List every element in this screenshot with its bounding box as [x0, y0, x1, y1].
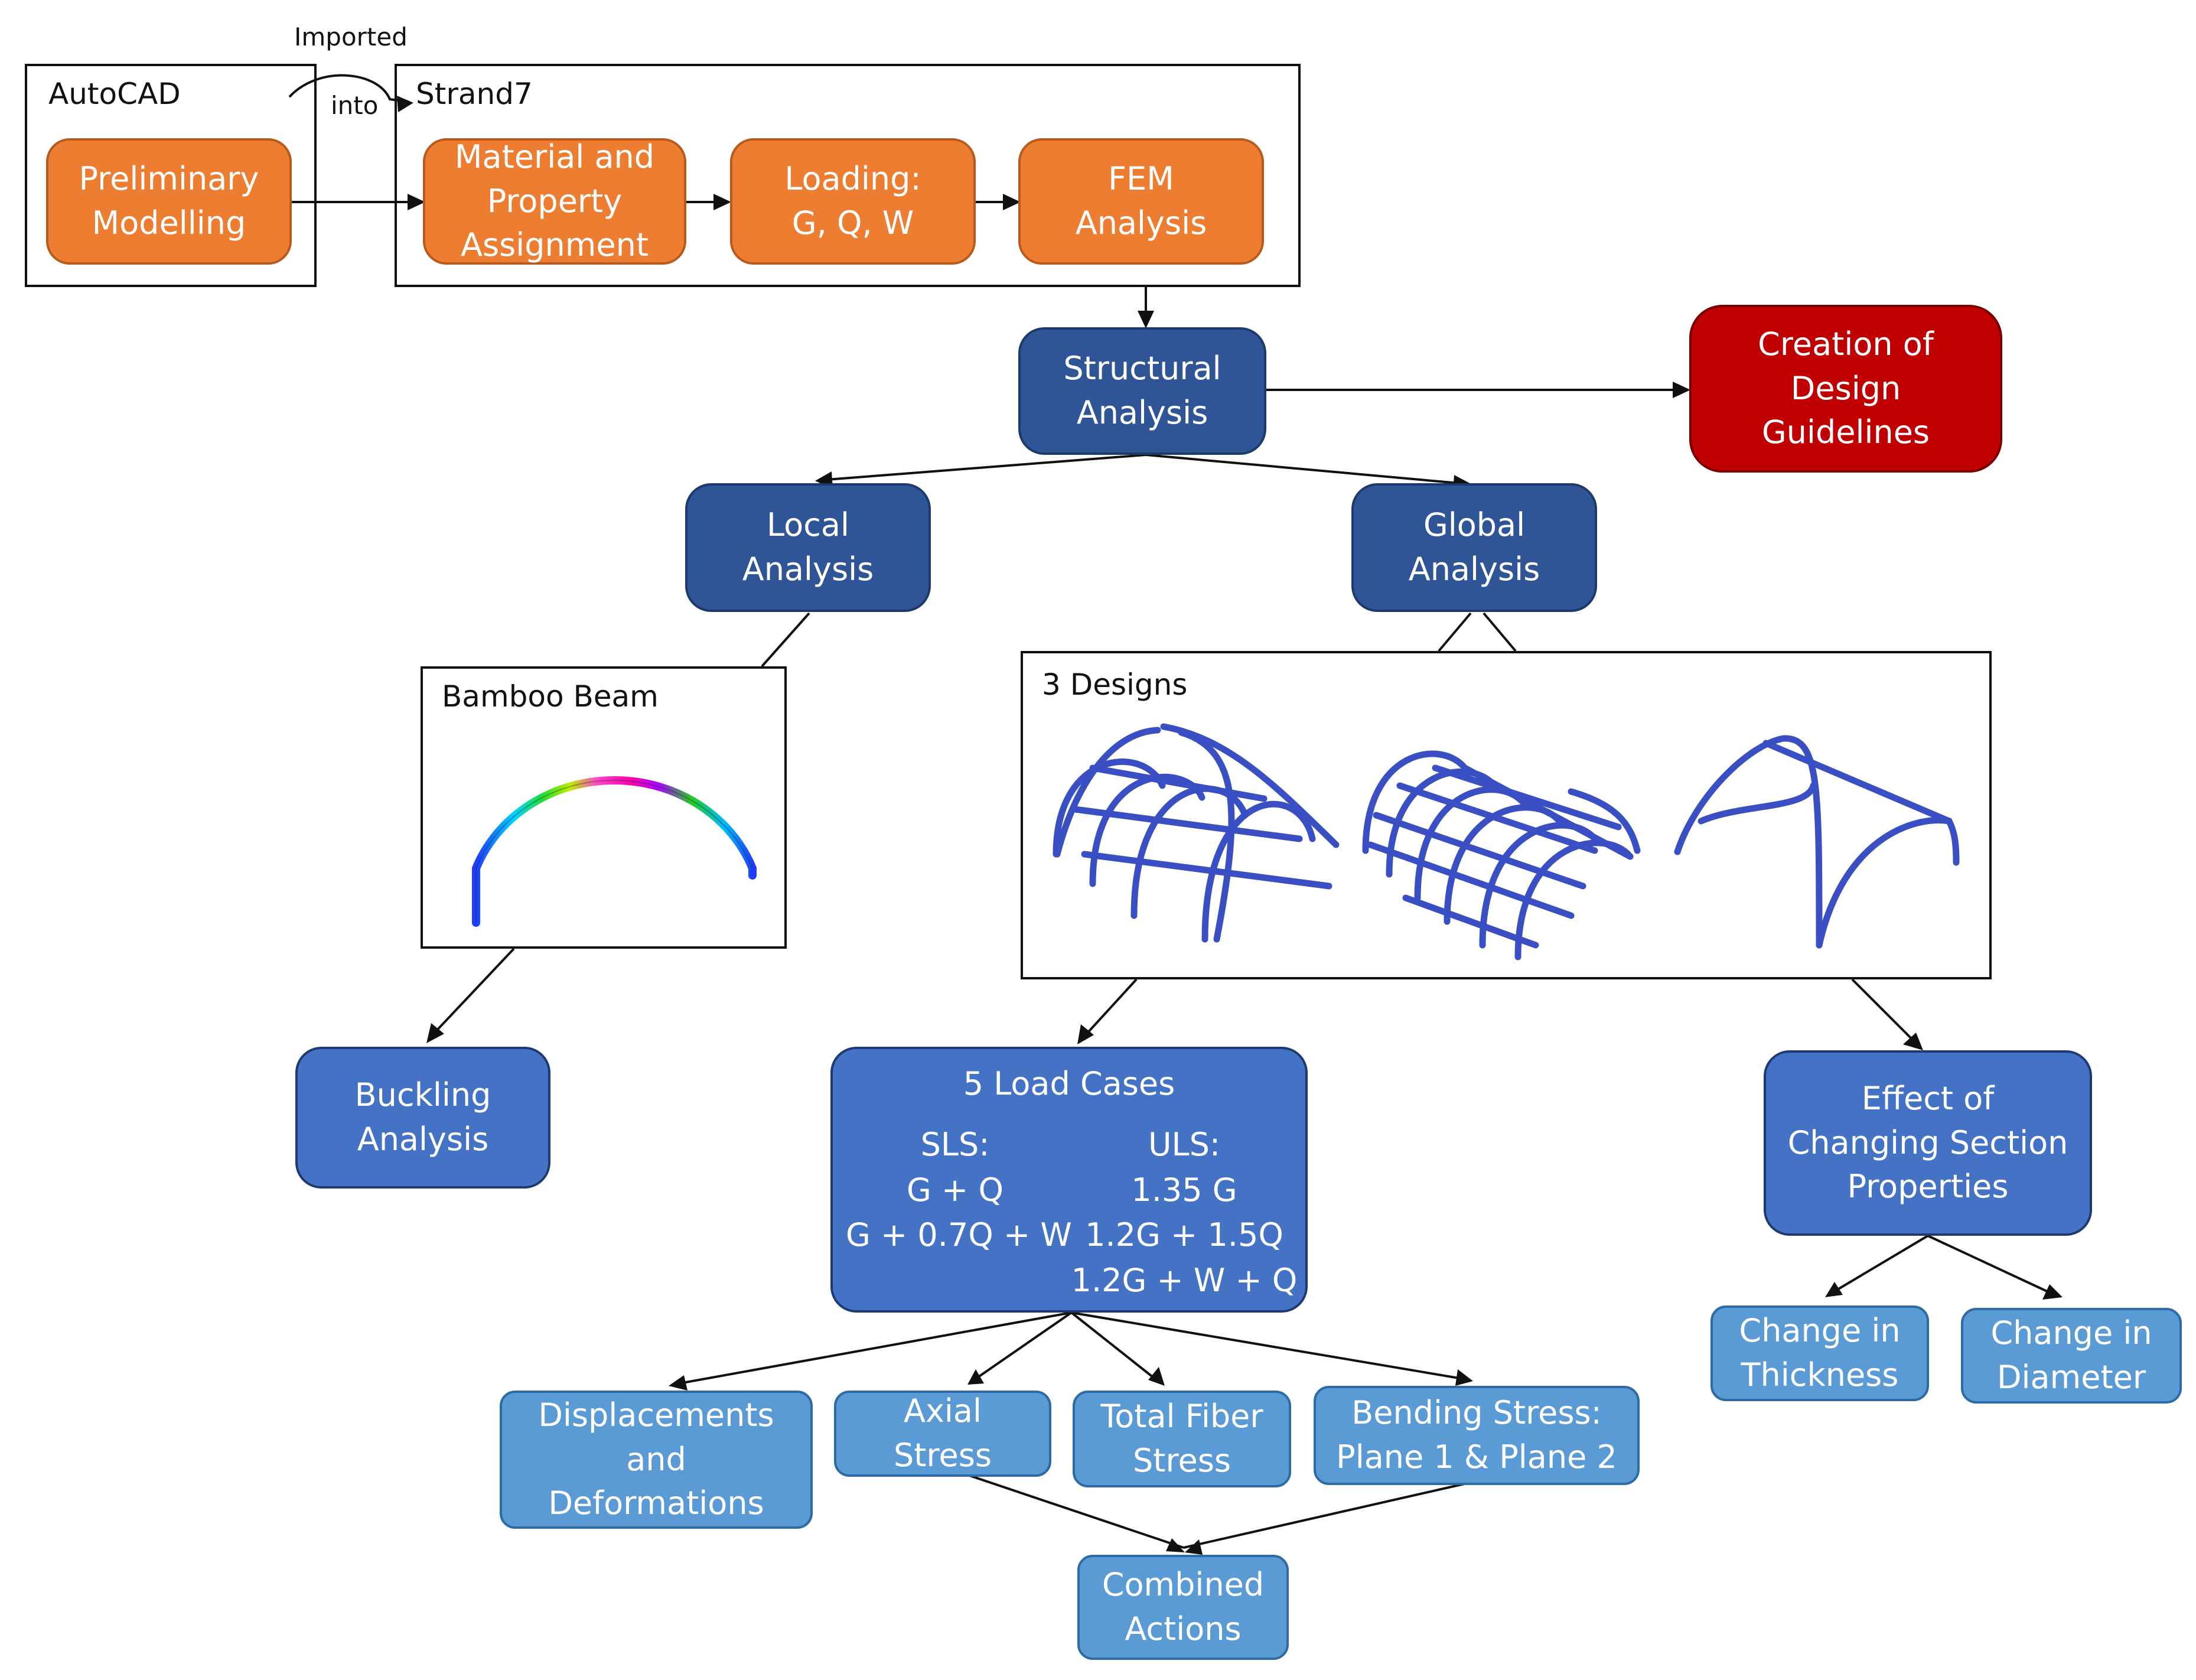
loading-node[interactable]: Loading: G, Q, W: [730, 138, 976, 265]
imported-label: Imported: [294, 22, 408, 51]
uls-column: ULS: 1.35 G 1.2G + 1.5Q 1.2G + W + Q: [1069, 1122, 1299, 1304]
sls-header: SLS:: [920, 1126, 990, 1163]
material-property-node[interactable]: Material and Property Assignment: [423, 138, 686, 265]
sls-case-1: G + Q: [907, 1171, 1003, 1209]
autocad-frame-title: AutoCAD: [48, 77, 181, 111]
change-diameter-node[interactable]: Change in Diameter: [1961, 1308, 2182, 1404]
connector-arrowheads: [397, 96, 2063, 1555]
displacements-node[interactable]: Displacements and Deformations: [500, 1391, 813, 1529]
preliminary-modelling-node[interactable]: Preliminary Modelling: [46, 138, 292, 265]
global-analysis-node[interactable]: Global Analysis: [1351, 483, 1597, 612]
fem-analysis-node[interactable]: FEM Analysis: [1018, 138, 1264, 265]
bamboo-beam-arch-icon: [472, 776, 757, 927]
designs-frame-title: 3 Designs: [1042, 668, 1188, 702]
local-analysis-node[interactable]: Local Analysis: [685, 483, 931, 612]
uls-case-1: 1.35 G: [1131, 1171, 1237, 1209]
buckling-analysis-node[interactable]: Buckling Analysis: [295, 1047, 550, 1189]
combined-actions-node[interactable]: Combined Actions: [1077, 1555, 1289, 1660]
bamboo-beam-frame-title: Bamboo Beam: [442, 679, 659, 714]
bamboo-beam-frame: [421, 666, 787, 949]
design-guidelines-node[interactable]: Creation of Design Guidelines: [1689, 305, 2002, 473]
total-fiber-stress-node[interactable]: Total Fiber Stress: [1073, 1391, 1291, 1487]
load-cases-node[interactable]: 5 Load Cases: [830, 1047, 1308, 1313]
designs-frame: [1021, 651, 1992, 979]
axial-stress-node[interactable]: Axial Stress: [834, 1391, 1051, 1477]
bending-stress-node[interactable]: Bending Stress: Plane 1 & Plane 2: [1314, 1386, 1640, 1485]
load-cases-title: 5 Load Cases: [963, 1065, 1175, 1102]
design-1-model-icon: [1053, 723, 1340, 943]
sls-column: SLS: G + Q G + 0.7Q + W: [846, 1122, 1072, 1258]
strand7-frame-title: Strand7: [416, 77, 533, 111]
uls-header: ULS:: [1148, 1126, 1221, 1163]
into-label: into: [331, 91, 379, 120]
design-2-model-icon: [1362, 750, 1641, 961]
sls-case-2: G + 0.7Q + W: [846, 1216, 1072, 1254]
change-thickness-node[interactable]: Change in Thickness: [1710, 1305, 1929, 1401]
uls-case-3: 1.2G + W + Q: [1071, 1262, 1298, 1300]
section-properties-node[interactable]: Effect of Changing Section Properties: [1764, 1050, 2092, 1236]
design-3-model-icon: [1674, 735, 1960, 949]
uls-case-2: 1.2G + 1.5Q: [1085, 1216, 1283, 1254]
structural-analysis-node[interactable]: Structural Analysis: [1018, 327, 1266, 455]
